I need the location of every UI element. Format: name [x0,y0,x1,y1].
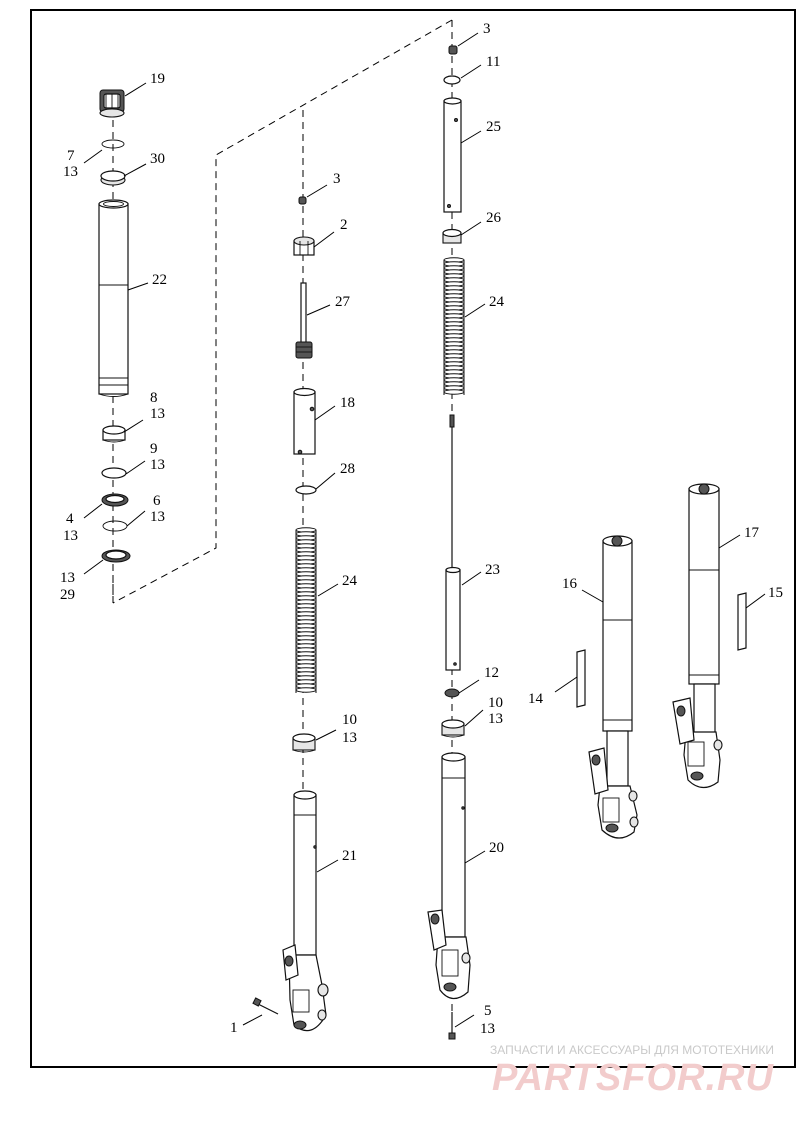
watermark: ЗАПЧАСТИ И АКСЕССУАРЫ ДЛЯ МОТОТЕХНИКИ PA… [490,1043,774,1099]
label-6: 6 [153,493,161,509]
part-25-cartridge-tube [443,97,462,213]
label-6-qty: 13 [150,509,165,525]
label-19: 19 [150,71,165,87]
part-22-fork-tube [98,199,129,397]
part-2-adjuster-nut [293,236,315,256]
watermark-brand: PARTSFOR.RU [492,1057,774,1099]
assembly-axes [112,19,453,1035]
part-12-ring [444,688,460,698]
part-23-damper-rod [445,414,461,671]
label-24-right: 24 [489,294,505,310]
part-20-fork-slider [427,752,471,1000]
part-17-fork-assembly-right [672,483,723,789]
diagram-frame [30,9,796,1068]
label-28: 28 [340,461,355,477]
leader-lines [83,32,766,1028]
label-16: 16 [562,576,578,592]
part-7-o-ring [101,139,125,149]
part-1-axle-bolt [252,997,279,1015]
label-21: 21 [342,848,357,864]
label-3-middle: 3 [333,171,341,187]
label-2: 2 [340,217,348,233]
part-28-washer [295,485,317,495]
label-24-middle: 24 [342,573,358,589]
part-27-damper-rod [295,282,313,359]
label-4-qty: 13 [63,528,78,544]
part-9-ring [101,467,127,479]
label-25: 25 [486,119,501,135]
label-30: 30 [150,151,165,167]
part-3-nut-middle [298,196,307,205]
label-5: 5 [484,1003,492,1019]
part-24-fork-spring-right [443,257,465,395]
label-18: 18 [340,395,355,411]
part-24-fork-spring-middle [295,527,317,693]
part-30-bushing [100,170,126,186]
part-5-drain-bolt [448,1012,456,1040]
label-3-right: 3 [483,21,491,37]
label-9-qty: 13 [150,457,165,473]
label-27: 27 [335,294,351,310]
label-12: 12 [484,665,499,681]
label-5-qty: 13 [480,1021,495,1037]
label-8: 8 [150,390,158,406]
spring-coil [443,389,465,395]
watermark-tagline: ЗАПЧАСТИ И АКСЕССУАРЫ ДЛЯ МОТОТЕХНИКИ [490,1043,774,1057]
part-10-bushing-right [441,719,465,738]
label-7: 7 [67,148,75,164]
label-17: 17 [744,525,760,541]
label-1: 1 [230,1020,238,1036]
part-26-spring-seat [442,228,462,244]
label-23: 23 [485,562,500,578]
part-15-decal [737,592,747,651]
label-14: 14 [528,691,544,707]
label-10-right-qty: 13 [488,711,503,727]
part-3-nut-right [448,45,458,55]
part-10-bushing-middle [292,733,316,753]
label-8-qty: 13 [150,406,165,422]
part-29-dust-seal [101,549,131,563]
label-20: 20 [489,840,504,856]
part-18-spacer-tube [293,387,316,455]
label-29-qty: 13 [60,570,75,586]
label-10-right: 10 [488,695,503,711]
label-22: 22 [152,272,167,288]
label-4: 4 [66,511,74,527]
part-8-slide-bushing [102,425,126,443]
label-7-qty: 13 [63,164,78,180]
part-11-ring [443,75,461,85]
label-29: 29 [60,587,75,603]
part-14-decal [576,649,586,708]
label-10-middle-qty: 13 [342,730,357,746]
part-16-fork-assembly-left [588,535,639,839]
part-21-fork-slider [282,790,329,1032]
part-4-seal-spacer [101,493,129,507]
part-6-retaining-clip [102,520,128,532]
label-26: 26 [486,210,502,226]
part-19-fork-cap [99,89,125,118]
label-9: 9 [150,441,158,457]
label-15: 15 [768,585,783,601]
label-11: 11 [486,54,500,70]
spring-coil [295,687,317,693]
label-10-middle: 10 [342,712,357,728]
part-labels: 19 7 13 30 22 8 13 9 13 6 13 4 13 13 29 … [60,21,783,1037]
